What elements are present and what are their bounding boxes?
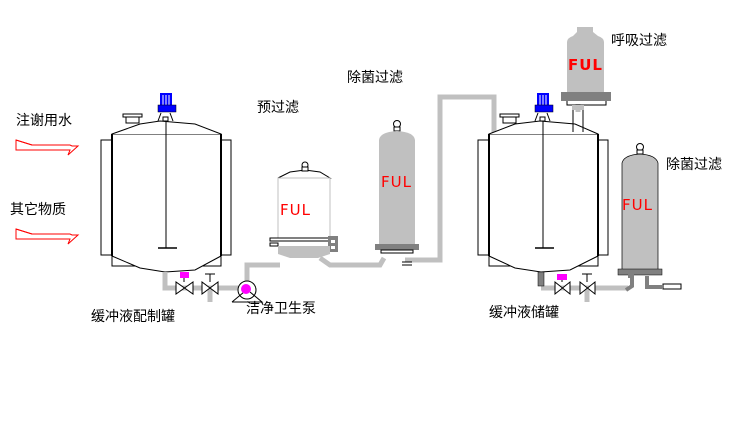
breathing-filter[interactable]: FUL	[561, 27, 611, 110]
sterile-filter-2-label: 除菌过滤	[666, 157, 722, 173]
sterile-filter-2[interactable]: FUL	[617, 143, 682, 292]
inlet-arrow-water	[15, 139, 80, 156]
inlet-water-label: 注谢用水	[16, 113, 72, 129]
prefilter-label: 预过滤	[257, 100, 299, 116]
sanitary-pump[interactable]	[231, 280, 264, 303]
inlet-arrow-other	[15, 228, 80, 245]
valve-1-tank1[interactable]	[175, 272, 194, 295]
buffer-prep-tank[interactable]	[100, 93, 232, 273]
sterile-filter-1[interactable]: FUL	[375, 120, 419, 266]
sterile-filter-1-label-text: FUL	[381, 173, 412, 191]
valve-1-tank2[interactable]	[554, 274, 571, 296]
valve-indicator-icon	[557, 274, 567, 280]
valve-2-tank2[interactable]	[579, 273, 596, 296]
prefilter-label-text: FUL	[280, 201, 311, 219]
sterile-filter-2-label-text: FUL	[622, 196, 653, 214]
prefilter-housing[interactable]: FUL	[269, 161, 338, 258]
breathing-filter-label: 呼吸过滤	[611, 33, 667, 49]
valve-indicator-icon	[180, 272, 189, 278]
buffer-storage-tank[interactable]	[477, 93, 609, 287]
buffer-storage-tank-label: 缓冲液储罐	[489, 305, 559, 321]
sterile-filter-1-label: 除菌过滤	[347, 70, 403, 86]
inlet-other-label: 其它物质	[10, 202, 66, 218]
breathing-filter-label-text: FUL	[568, 56, 603, 74]
buffer-prep-tank-label: 缓冲液配制罐	[91, 309, 175, 325]
pump-indicator-icon	[241, 284, 251, 294]
agitator-motor-icon	[534, 93, 554, 122]
valve-2-tank1[interactable]	[201, 273, 219, 295]
agitator-motor-icon	[157, 93, 177, 122]
sanitary-pump-label: 洁净卫生泵	[246, 301, 316, 317]
